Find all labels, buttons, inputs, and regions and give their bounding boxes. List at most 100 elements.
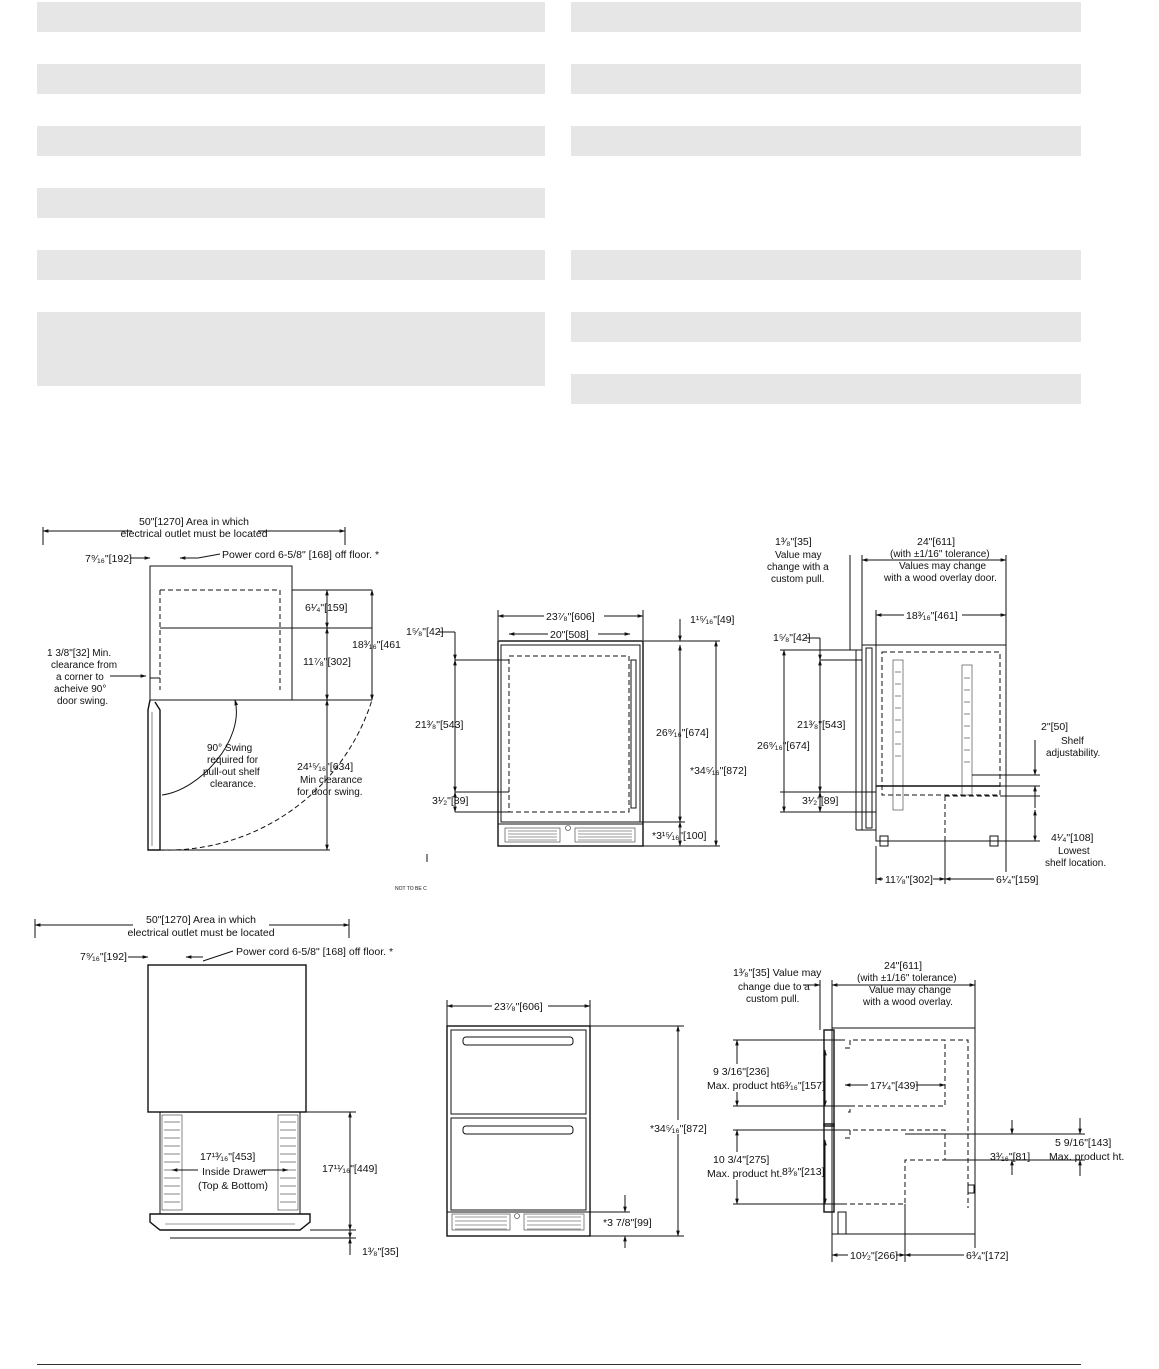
drawer-depth-note-3: with a wood overlay. [862,997,953,1008]
drawer-pull-note-3: custom pull. [746,994,799,1005]
right-max-dim: 5 9/16"[143] [1055,1137,1111,1149]
drawer-depth-dim: 24"[611] [884,960,922,972]
drawer-bottom-b-dim: 6³⁄₄"[172] [966,1250,1009,1262]
corner-note-4: acheive 90° [54,684,106,695]
spec-row-left-3 [37,126,545,156]
side-bottom-b-dim: 6¹⁄₄"[159] [996,874,1039,886]
side-inner-depth-dim: 18³⁄₁₆"[461] [906,610,958,622]
drawer-bottom-a-dim: 10¹⁄₂"[266] [850,1250,898,1262]
front-door-dim: 26⁹⁄₁₆"[674] [656,727,709,739]
total-depth-dim: 18³⁄₁₆"[461 [352,639,401,651]
outlet-area-note: electrical outlet must be located [120,528,267,540]
side-pull-note-3: custom pull. [771,574,824,585]
spec-row-right-6 [571,374,1081,404]
spec-row-right-4 [571,250,1081,280]
drawer-extend-dim: 17¹¹⁄₁₆"[449] [322,1163,377,1175]
drawer-depth-note-2: Value may change [869,985,952,996]
outlet-area-dim: 50"[1270] Area in which [139,516,249,528]
right-max-note: Max. product ht. [1049,1151,1124,1163]
spec-row-left-5 [37,250,545,280]
drawer-outlet-area-dim: 50"[1270] Area in which [146,914,256,926]
door-swing-note-1: Min clearance [300,775,363,786]
spec-row-left-6 [37,312,545,386]
corner-note-2: clearance from [51,660,117,671]
drawer-outlet-area-note: electrical outlet must be located [127,927,274,939]
right-small-dim: 3³⁄₁₆"[81] [990,1151,1030,1163]
top-depth-dim: 17¹⁄₄"[439] [870,1080,918,1092]
inside-drawer-note-2: (Top & Bottom) [198,1180,268,1192]
drawer-front-view: 23⁷⁄₈"[606] *34⁵⁄₁₆"[872] *3 7/8"[99] [446,999,707,1248]
drawer-depth-note-1: (with ±1/16" tolerance) [857,973,957,984]
lowest-shelf-note-1: Lowest [1058,846,1090,857]
top-max-dim: 9 3/16"[236] [713,1066,769,1078]
side-bottom-dim: 3¹⁄₂"[89] [802,795,838,807]
swing-note-3: pull-out shelf [203,767,260,778]
inside-drawer-dim: 17¹³⁄₁₆"[453] [200,1151,255,1163]
drawer-top-view: 50"[1270] Area in which electrical outle… [34,912,399,1258]
front-height-dim: *34⁵⁄₁₆"[872] [690,765,747,777]
door-swing-note-2: for door swing. [297,787,363,798]
side-pull-note-1: Value may [775,550,822,561]
drawer-vent-grille [451,1213,585,1231]
drawer-power-cord-note: Power cord 6-5/8" [168] off floor. * [236,946,393,958]
single-door-front-view: 23⁷⁄₈"[606] 20"[508] 1¹⁵⁄₁₆"[49] 1⁵⁄₈"[4… [395,608,747,892]
drawer-cord-offset-dim: 7⁹⁄₁₆"[192] [80,951,127,963]
footer-rule [37,1364,1081,1365]
spec-row-right-3 [571,126,1081,156]
cord-offset-dim: 7⁹⁄₁₆"[192] [85,553,132,565]
corner-note-3: a corner to [56,672,104,683]
side-depth-note-3: with a wood overlay door. [883,573,997,584]
side-door-dim: 26⁹⁄₁₆"[674] [757,740,810,752]
side-depth-note-1: (with ±1/16" tolerance) [890,549,990,560]
spec-row-right-2 [571,64,1081,94]
drawer-slide-rails [161,1114,299,1211]
lowest-shelf-note-2: shelf location. [1045,858,1106,869]
not-to-be-note: NOT TO BE C [395,886,427,892]
swing-note-4: clearance. [210,779,256,790]
bottom-max-dim: 10 3/4"[275] [713,1154,769,1166]
drawer-front-width-dim: 23⁷⁄₈"[606] [494,1001,543,1013]
drawer-height-dim: *34⁵⁄₁₆"[872] [650,1123,707,1135]
shelf-notches [895,671,970,763]
spec-row-right-5 [571,312,1081,342]
inside-drawer-note-1: Inside Drawer [202,1166,267,1178]
top-max-note: Max. product ht. [707,1080,782,1092]
shelf-adjust-dim: 2"[50] [1041,721,1068,733]
front-bottom-dim: 3¹⁄₂"[89] [432,795,468,807]
single-door-top-view: 50"[1270] Area in which electrical outle… [42,516,401,851]
corner-note-1: 1 3/8"[32] Min. [47,648,111,659]
drawer-side-view: 1³⁄₈"[35] Value may change due to a cust… [705,960,1124,1262]
upper-depth-dim: 6¹⁄₄"[159] [305,602,348,614]
side-depth-note-2: Values may change [899,561,987,572]
corner-note-5: door swing. [57,696,108,707]
spec-row-right-1 [571,2,1081,32]
swing-note-1: 90° Swing [207,743,252,754]
front-vent-grille [504,825,636,843]
single-door-side-view: 1³⁄₈"[35] Value may change with a custom… [757,536,1106,886]
top-inner-dim: 6³⁄₁₆"[157] [779,1080,825,1092]
swing-note-2: required for [207,755,259,766]
lower-depth-dim: 11⁷⁄₈"[302] [303,656,351,668]
shelf-adjust-note-2: adjustability. [1046,748,1100,759]
front-inner-width-dim: 20"[508] [550,629,589,641]
spec-row-left-1 [37,2,545,32]
power-cord-note: Power cord 6-5/8" [168] off floor. * [222,549,379,561]
spec-row-left-4 [37,188,545,218]
bottom-inner-dim: 8³⁄₈"[213] [782,1166,825,1178]
side-pull-dim: 1³⁄₈"[35] [775,536,812,548]
lowest-shelf-dim: 4¹⁄₄"[108] [1051,832,1094,844]
drawer-front-dim: 1³⁄₈"[35] [362,1246,399,1258]
side-depth-dim: 24"[611] [917,536,955,548]
side-pull-note-2: change with a [767,562,829,573]
side-top-gap-dim: 1⁵⁄₈"[42] [773,632,811,644]
side-glass-dim: 21³⁄₈"[543] [797,719,845,731]
spec-row-left-2 [37,64,545,94]
drawer-toekick-dim: *3 7/8"[99] [603,1217,652,1229]
front-top-gap-dim: 1⁵⁄₈"[42] [406,626,444,638]
door-top-dim: 1¹⁵⁄₁₆"[49] [690,614,735,626]
front-toekick-dim: *3¹⁵⁄₁₆"[100] [652,830,706,842]
side-bottom-a-dim: 11⁷⁄₈"[302] [885,874,933,886]
drawer-pull-note-2: change due to a [738,982,810,993]
door-swing-dim: 24¹⁵⁄₁₆"[634] [297,761,353,773]
